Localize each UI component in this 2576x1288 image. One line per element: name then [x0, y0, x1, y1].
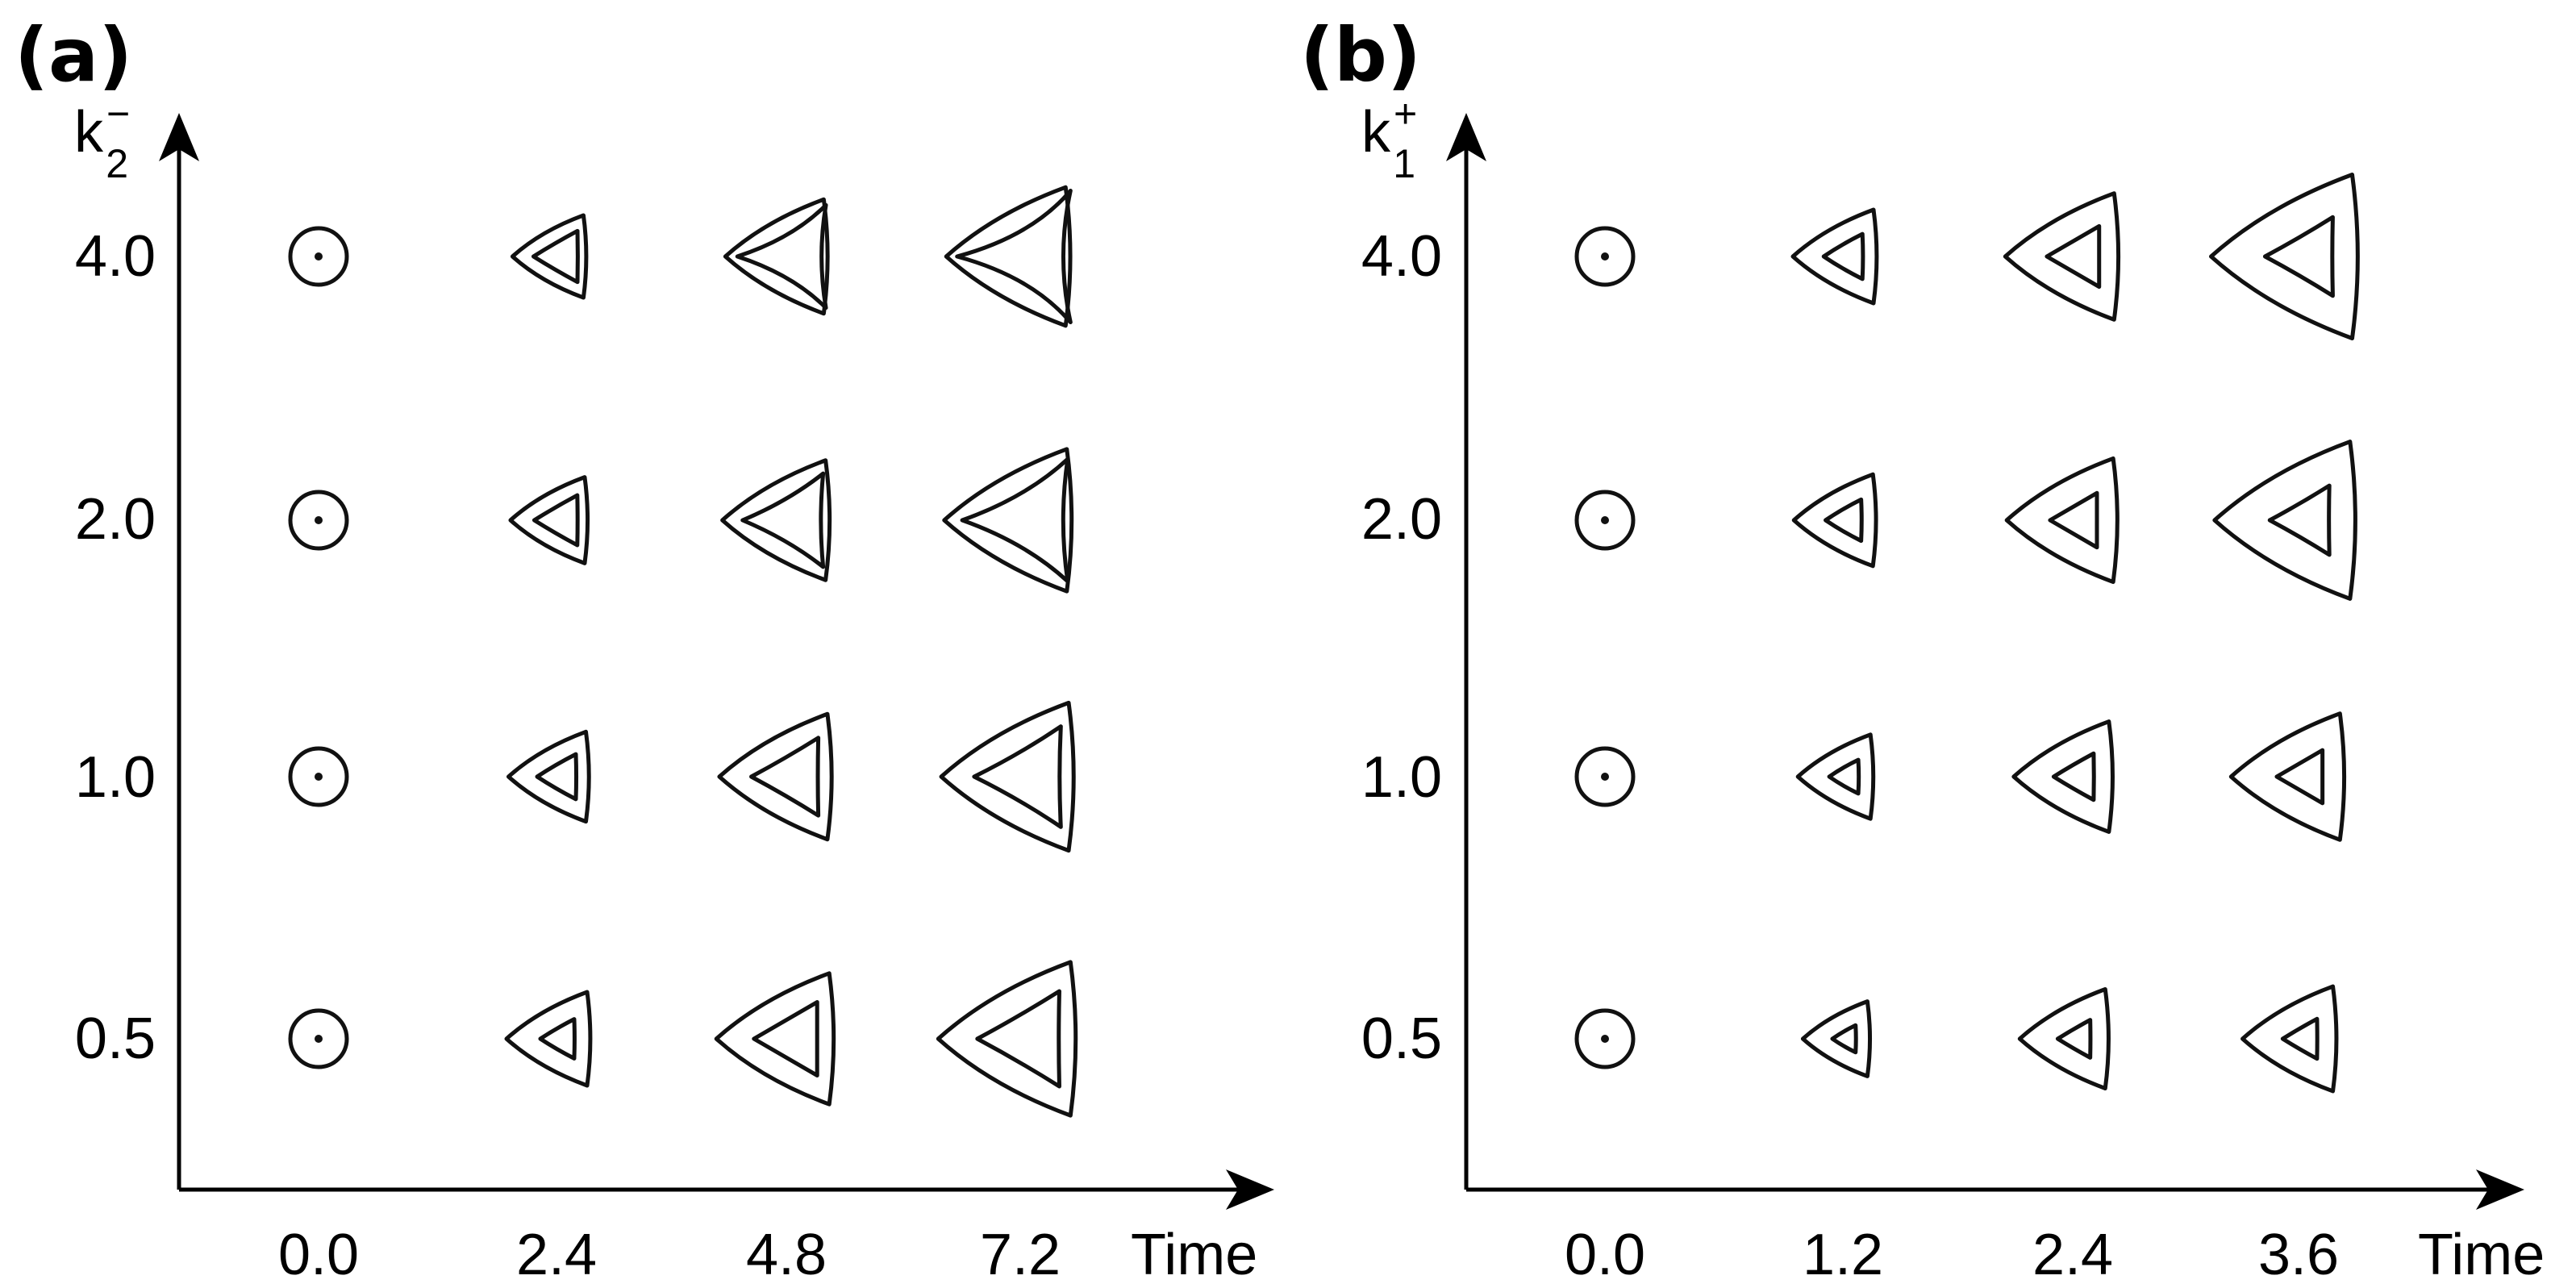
panel-a-label: (a) — [15, 12, 132, 98]
inner-triangle-outline-icon — [975, 989, 1061, 1089]
outer-triangle-outline-icon — [1795, 732, 1876, 821]
outer-triangle-outline-icon — [939, 700, 1076, 853]
outer-triangle-outline-icon — [942, 447, 1074, 594]
origin-circle-outline-icon — [288, 226, 349, 287]
origin-dot-icon — [1601, 516, 1609, 524]
inner-triangle-outline-icon — [749, 736, 821, 818]
outer-triangle-outline-icon — [714, 971, 836, 1107]
panel-b-x-tick: 1.2 — [1803, 1223, 1883, 1287]
inner-triangle-outline-icon — [535, 752, 579, 802]
origin-circle-outline-icon — [1574, 746, 1636, 807]
outer-triangle-outline-icon — [506, 729, 591, 824]
panel-b-y-axis-title: k+1 — [1361, 91, 1417, 186]
inner-triangle-outline-icon — [1830, 1023, 1858, 1055]
panel-b-y-tick: 1.0 — [1361, 745, 1442, 810]
panel-a-y-tick: 0.5 — [75, 1007, 156, 1071]
origin-dot-icon — [315, 1035, 323, 1043]
outer-triangle-outline-icon — [2209, 173, 2360, 340]
origin-dot-icon — [1601, 1035, 1609, 1043]
inner-triangle-outline-icon — [2051, 751, 2096, 802]
panel-a-x-tick: 4.8 — [746, 1223, 827, 1287]
panel-a-x-tick: 0.0 — [278, 1223, 359, 1287]
origin-dot-icon — [1601, 252, 1609, 261]
outer-triangle-outline-icon — [717, 711, 834, 842]
outer-triangle-outline-icon — [2228, 711, 2347, 842]
inner-triangle-outline-icon — [531, 493, 580, 548]
panel-b: (b) k+1 4.0 2.0 1.0 0.5 0.0 1.2 2.4 3.6 … — [1300, 12, 2545, 1287]
origin-circle-outline-icon — [1574, 226, 1636, 287]
panel-b-shape-grid — [1574, 173, 2360, 1094]
inner-triangle-outline-icon — [960, 456, 1070, 584]
panel-a-y-tick: 1.0 — [75, 745, 156, 810]
inner-triangle-outline-icon — [2055, 1018, 2093, 1060]
origin-circle-outline-icon — [288, 1008, 349, 1069]
panel-b-y-tick: 0.5 — [1361, 1007, 1442, 1071]
inner-triangle-outline-icon — [2267, 483, 2332, 557]
inner-triangle-outline-icon — [1827, 757, 1861, 796]
panel-b-y-tick: 4.0 — [1361, 224, 1442, 289]
origin-circle-outline-icon — [1574, 490, 1636, 551]
outer-triangle-outline-icon — [2017, 987, 2111, 1090]
inner-triangle-outline-icon — [538, 1017, 577, 1061]
outer-triangle-outline-icon — [723, 197, 830, 316]
outer-triangle-outline-icon — [508, 475, 590, 565]
inner-triangle-outline-icon — [2262, 215, 2335, 298]
origin-circle-outline-icon — [288, 490, 349, 551]
panel-b-x-tick: 3.6 — [2258, 1223, 2339, 1287]
inner-triangle-outline-icon — [2045, 223, 2102, 290]
outer-triangle-outline-icon — [936, 960, 1078, 1118]
panel-a-y-tick: 4.0 — [75, 224, 156, 289]
panel-b-y-tick: 2.0 — [1361, 487, 1442, 552]
inner-triangle-outline-icon — [735, 202, 828, 311]
panel-b-x-tick: 2.4 — [2032, 1223, 2113, 1287]
panel-b-x-tick: 0.0 — [1565, 1223, 1645, 1287]
inner-triangle-outline-icon — [752, 1000, 819, 1078]
outer-triangle-outline-icon — [2004, 456, 2120, 585]
outer-triangle-outline-icon — [2212, 440, 2357, 601]
inner-triangle-outline-icon — [740, 471, 826, 569]
panel-a-shape-grid — [288, 185, 1078, 1118]
origin-circle-outline-icon — [288, 746, 349, 807]
panel-a-y-tick: 2.0 — [75, 487, 156, 552]
outer-triangle-outline-icon — [720, 458, 832, 582]
panel-b-x-axis-title: Time — [2418, 1223, 2545, 1287]
origin-dot-icon — [1601, 773, 1609, 781]
panel-b-label: (b) — [1300, 12, 1421, 98]
origin-circle-outline-icon — [1574, 1008, 1636, 1069]
panel-a-x-tick: 2.4 — [516, 1223, 597, 1287]
inner-triangle-outline-icon — [1824, 497, 1864, 544]
outer-triangle-outline-icon — [1791, 472, 1878, 569]
outer-triangle-outline-icon — [510, 213, 589, 300]
origin-dot-icon — [315, 773, 323, 781]
inner-triangle-outline-icon — [2280, 1016, 2320, 1061]
outer-triangle-outline-icon — [1790, 207, 1879, 306]
inner-triangle-outline-icon — [972, 724, 1063, 829]
inner-triangle-outline-icon — [2048, 490, 2099, 550]
panel-a-y-axis-title: k−2 — [74, 91, 130, 186]
outer-triangle-outline-icon — [504, 990, 593, 1088]
outer-triangle-outline-icon — [1800, 999, 1873, 1078]
outer-triangle-outline-icon — [2240, 984, 2339, 1094]
outer-triangle-outline-icon — [2011, 719, 2115, 834]
panel-a-x-axis-title: Time — [1131, 1223, 1257, 1287]
origin-dot-icon — [315, 516, 323, 524]
panel-a: (a) k−2 4.0 2.0 1.0 0.5 0.0 2.4 4.8 7.2 … — [15, 12, 1274, 1287]
origin-dot-icon — [315, 252, 323, 261]
outer-triangle-outline-icon — [2003, 191, 2121, 322]
inner-triangle-outline-icon — [955, 188, 1073, 325]
inner-triangle-outline-icon — [2274, 748, 2325, 806]
inner-triangle-outline-icon — [531, 228, 580, 285]
inner-triangle-outline-icon — [1821, 231, 1865, 281]
outer-triangle-outline-icon — [944, 185, 1073, 328]
panel-a-x-tick: 7.2 — [980, 1223, 1061, 1287]
